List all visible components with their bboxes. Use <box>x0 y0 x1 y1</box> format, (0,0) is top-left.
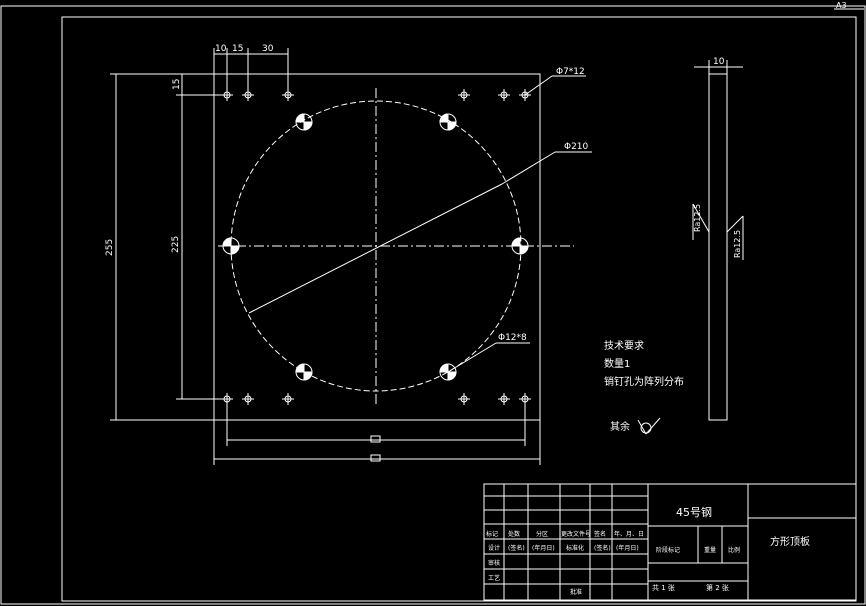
tb-row-sign1: (签名) <box>508 544 525 552</box>
tb-row-std: 标准化 <box>566 544 584 552</box>
dim-30: 30 <box>262 44 274 54</box>
dim-15-left: 15 <box>172 79 182 90</box>
tb-row-approve: 批准 <box>570 588 582 596</box>
tb-row-sign2: (签名) <box>594 544 611 552</box>
tb-row-date2: (年月日) <box>616 544 639 552</box>
inner-frame <box>61 16 857 602</box>
tb-row-review: 审核 <box>488 559 500 567</box>
tb-header-docno: 更改文件号 <box>561 530 591 538</box>
side-plate <box>708 73 728 421</box>
side-dim-10: 10 <box>713 57 725 67</box>
tb-sheet-no: 第 2 张 <box>706 583 729 592</box>
tb-scale: 比例 <box>728 546 740 554</box>
pin-hole-label: Φ7*12 <box>556 67 585 77</box>
dim-225: 225 <box>171 236 181 253</box>
roughness-right: Ra12.5 <box>733 230 742 258</box>
notes-pin-array: 销钉孔为阵列分布 <box>604 375 684 388</box>
title-block: 45号钢 方形顶板 标记 处数 分区 更改文件号 签名 年、月、日 设计 (签名… <box>483 483 857 601</box>
tb-row-design: 设计 <box>488 544 500 552</box>
circle-diameter-label: Φ210 <box>564 142 589 152</box>
big-hole-marker <box>222 113 529 381</box>
dim-15: 15 <box>232 44 243 54</box>
sheet-size-label: A3 <box>836 1 847 10</box>
dim-255: 255 <box>105 239 115 256</box>
tb-header-zone: 分区 <box>536 530 548 538</box>
rest-surface-label: 其余 <box>610 420 630 433</box>
tb-header-date: 年、月、日 <box>614 530 644 538</box>
dim-10: 10 <box>215 44 227 54</box>
tb-header-sign: 签名 <box>594 530 606 538</box>
tb-row-date1: (年月日) <box>532 544 555 552</box>
tb-header-count: 处数 <box>508 530 520 538</box>
roughness-left: Ra12.5 <box>693 204 702 232</box>
part-name-label: 方形顶板 <box>770 535 810 548</box>
outer-border <box>0 5 866 605</box>
circle-diameter-line <box>248 183 503 314</box>
pin-hole-marker <box>221 89 531 405</box>
tb-header-mark: 标记 <box>486 530 498 538</box>
roughness-symbol-icon <box>637 417 661 435</box>
side-view: 10 Ra12.5 Ra12.5 <box>692 57 744 421</box>
front-view: Φ210 Φ12*8 <box>105 44 592 465</box>
material-label: 45号钢 <box>676 506 712 519</box>
tb-total-sheets: 共 1 张 <box>652 583 675 592</box>
tb-row-process: 工艺 <box>488 574 500 582</box>
notes-quantity: 数量1 <box>604 357 630 370</box>
big-hole-label: Φ12*8 <box>498 333 527 343</box>
notes-heading: 技术要求 <box>604 339 644 352</box>
technical-notes: 技术要求 数量1 销钉孔为阵列分布 其余 <box>604 339 684 435</box>
tb-stage-mark: 阶段标记 <box>656 546 680 554</box>
plate-outline <box>213 73 541 421</box>
tb-weight: 重量 <box>704 546 716 554</box>
